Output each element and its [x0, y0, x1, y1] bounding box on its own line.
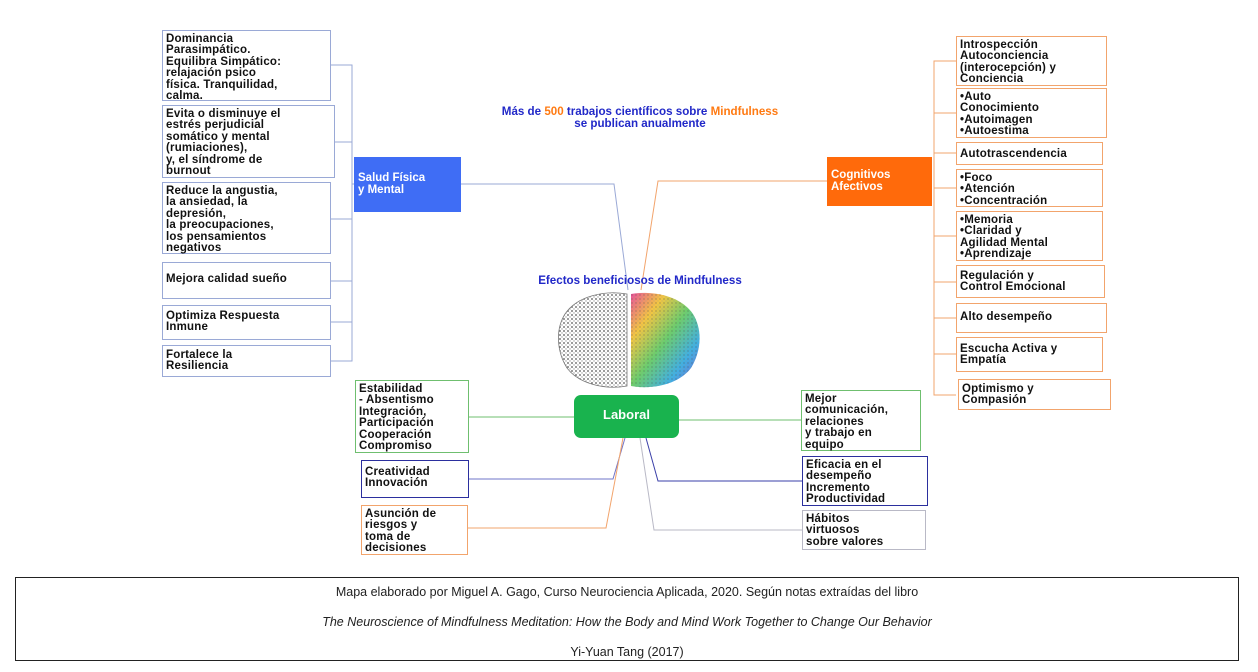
hub-laboral[interactable]: Laboral: [574, 395, 679, 438]
cognitivos-item: Regulación y Control Emocional: [956, 265, 1105, 298]
title-prefix: Más de: [501, 105, 545, 118]
salud-item: Evita o disminuye el estrés perjudicial …: [162, 105, 335, 178]
salud-item: Reduce la angustia, la ansiedad, la depr…: [162, 182, 331, 254]
brain-icon: [558, 292, 700, 388]
laboral-item: Creatividad Innovación: [361, 460, 469, 498]
title-number: 500: [544, 105, 564, 118]
caption-author: Yi-Yuan Tang (2017): [570, 645, 684, 659]
cognitivos-item: •Auto Conocimiento •Autoimagen •Autoesti…: [956, 88, 1107, 138]
laboral-item: Estabilidad - Absentismo Integración, Pa…: [355, 380, 469, 453]
salud-item: Dominancia Parasimpático. Equilibra Simp…: [162, 30, 331, 102]
salud-item: Optimiza Respuesta Inmune: [162, 305, 331, 340]
laboral-item: Asunción de riesgos y toma de decisiones: [361, 505, 468, 555]
caption-line-1: Mapa elaborado por Miguel A. Gago, Curso…: [335, 585, 919, 599]
laboral-item: Eficacia en el desempeño Incremento Prod…: [802, 456, 928, 506]
cognitivos-item: Autotrascendencia: [956, 142, 1103, 165]
salud-item: Mejora calidad sueño: [162, 262, 331, 299]
cognitivos-item: •Foco •Atención •Concentración: [956, 169, 1103, 207]
cognitivos-item: Escucha Activa y Empatía: [956, 337, 1103, 372]
laboral-item: Hábitos virtuosos sobre valores: [802, 510, 926, 550]
diagram-title: Más de 500 trabajos científicos sobre Mi…: [440, 106, 840, 130]
caption-book-title: The Neuroscience of Mindfulness Meditati…: [322, 615, 932, 629]
caption-box: Mapa elaborado por Miguel A. Gago, Curso…: [15, 577, 1239, 661]
hub-cognitivos-afectivos[interactable]: Cognitivos Afectivos: [827, 157, 932, 206]
hub-salud-fisica-mental[interactable]: Salud Física y Mental: [354, 157, 461, 212]
salud-item: Fortalece la Resiliencia: [162, 345, 331, 377]
laboral-item: Mejor comunicación, relaciones y trabajo…: [801, 390, 921, 451]
title-middle: trabajos científicos sobre: [563, 105, 711, 118]
title-term: Mindfulness: [710, 105, 779, 118]
cognitivos-item: •Memoria •Claridad y Agilidad Mental •Ap…: [956, 211, 1103, 261]
title-line2: se publican anualmente: [574, 117, 706, 130]
cognitivos-item: Alto desempeño: [956, 303, 1107, 333]
center-label: Efectos beneficiosos de Mindfulness: [538, 274, 742, 287]
cognitivos-item: Introspección Autoconciencia (interocepc…: [956, 36, 1107, 86]
cognitivos-item: Optimismo y Compasión: [958, 379, 1111, 410]
